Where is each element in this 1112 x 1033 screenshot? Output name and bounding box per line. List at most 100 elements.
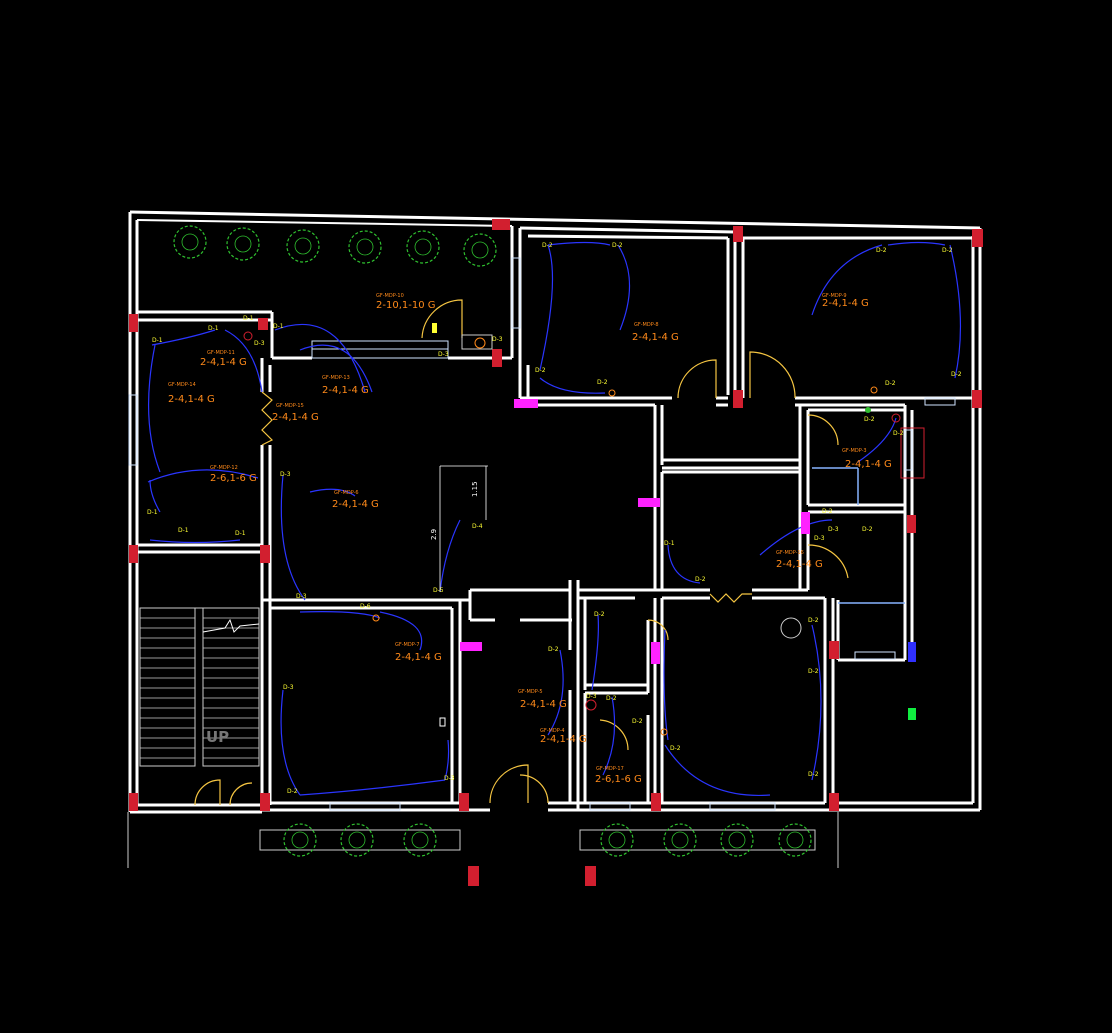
device-label: D-2 <box>893 430 904 437</box>
column <box>829 641 839 659</box>
tree-symbol <box>406 230 440 264</box>
dimension-lines <box>439 465 488 592</box>
device-label: D-2 <box>535 367 546 374</box>
wiring <box>147 241 962 797</box>
device-label: D-2 <box>942 247 953 254</box>
tree-symbol-inner <box>414 238 432 256</box>
device-label: D-5 <box>433 587 444 594</box>
device-label: D-2 <box>951 371 962 378</box>
device-label: D-2 <box>695 576 706 583</box>
device-label: D-1 <box>208 325 219 332</box>
circuit-spec: 2-10,1-10 G <box>376 300 436 311</box>
column <box>907 515 916 533</box>
device-label: D-4 <box>472 523 483 530</box>
stairs <box>139 607 260 767</box>
circuit-tag: GF-MDP-12 <box>210 465 238 471</box>
device-label: D-3 <box>814 535 825 542</box>
tree-symbol-inner <box>348 831 366 849</box>
tree-symbol-inner <box>291 831 309 849</box>
dimension-1: 1.15 <box>471 481 479 497</box>
device-label: D-3 <box>492 336 503 343</box>
circuit-tag: GF-MDP-7 <box>395 642 420 648</box>
tree-symbol <box>600 823 634 857</box>
dimension-2: 2.9 <box>430 529 438 540</box>
red-outline-box <box>900 427 925 479</box>
tree-symbol-inner <box>181 233 199 251</box>
column <box>260 793 270 811</box>
doors <box>194 299 849 806</box>
tree-symbol-inner <box>471 241 489 259</box>
device-label: D-2 <box>597 379 608 386</box>
tree-symbol <box>173 225 207 259</box>
device-label: D-1 <box>178 527 189 534</box>
windows <box>128 257 956 811</box>
column <box>972 390 982 408</box>
tree-symbol <box>663 823 697 857</box>
device-label: D-3 <box>444 775 455 782</box>
column <box>585 866 596 886</box>
circuit-labels: GF-MDP-10 2-10,1-10 G GF-MDP-8 2-4,1-4 G… <box>168 293 892 785</box>
tree-symbol <box>226 227 260 261</box>
device-label: D-2 <box>594 611 605 618</box>
device-label: D-2 <box>606 695 617 702</box>
column <box>492 219 510 230</box>
stair-treads <box>140 617 259 759</box>
column <box>129 545 138 563</box>
device-label: D-2 <box>885 380 896 387</box>
circuit-tag: GF-MDP-13 <box>322 375 350 381</box>
trees <box>173 225 812 857</box>
circuit-tag: GF-MDP-9 <box>822 293 847 299</box>
device-label: D-3 <box>438 351 449 358</box>
structural-columns <box>129 219 983 886</box>
fixture-symbols <box>243 323 901 736</box>
tree-symbol-inner <box>411 831 429 849</box>
column <box>651 793 661 811</box>
folding-doors <box>261 391 752 603</box>
panel-2 <box>638 498 660 507</box>
device-label: D-2 <box>542 242 553 249</box>
circuit-tag: GF-MDP-5 <box>518 689 543 695</box>
device-label: D-3 <box>586 693 597 700</box>
device-label: D-2 <box>287 788 298 795</box>
panel-3 <box>460 642 482 651</box>
column <box>129 314 138 332</box>
circuit-tag: GF-MDP-15 <box>276 403 304 409</box>
tree-symbol <box>283 823 317 857</box>
circuit-spec: 2-4,1-4 G <box>272 412 319 423</box>
tree-symbol <box>403 823 437 857</box>
device-label: D-3 <box>283 684 294 691</box>
circuit-spec: 2-4,1-4 G <box>632 332 679 343</box>
tree-symbol-inner <box>728 831 746 849</box>
device-label: D-2 <box>670 745 681 752</box>
device-label: D-2 <box>632 718 643 725</box>
tree-symbol-inner <box>234 235 252 253</box>
device-label: D-2 <box>808 668 819 675</box>
circuit-tag: GF-MDP-3 <box>842 448 867 454</box>
circuit-tag: GF-MDP-17 <box>596 766 624 772</box>
tree-symbol <box>778 823 812 857</box>
column <box>829 793 839 811</box>
circuit-spec: 2-6,1-6 G <box>210 473 257 484</box>
circuit-spec: 2-4,1-4 G <box>845 459 892 470</box>
circuit-spec: 2-4,1-4 G <box>168 394 215 405</box>
column <box>733 390 743 408</box>
circuit-spec: 2-6,1-6 G <box>595 774 642 785</box>
distribution-panels <box>460 399 916 664</box>
panel-mdp <box>514 399 538 408</box>
circuit-tag: GF-MDP-14 <box>168 382 196 388</box>
tree-symbol <box>463 233 497 267</box>
device-labels: D-2 D-2 D-2 D-2 D-2 D-2 D-2 D-2 D-2 D-2 … <box>147 242 962 795</box>
tree-symbol <box>720 823 754 857</box>
circuit-spec: 2-4,1-4 G <box>540 734 587 745</box>
column <box>733 226 743 242</box>
stair-up-label: UP <box>206 728 229 746</box>
device-label: D-2 <box>876 247 887 254</box>
column <box>129 793 138 811</box>
circuit-tag: GF-MDP-16 <box>776 550 804 556</box>
circuit-tag: GF-MDP-4 <box>540 728 565 734</box>
panel-5 <box>651 642 660 664</box>
device-label: D-2 <box>548 646 559 653</box>
stair-break-line <box>202 618 260 633</box>
circuit-spec: 2-4,1-4 G <box>395 652 442 663</box>
device-label: D-1 <box>152 337 163 344</box>
